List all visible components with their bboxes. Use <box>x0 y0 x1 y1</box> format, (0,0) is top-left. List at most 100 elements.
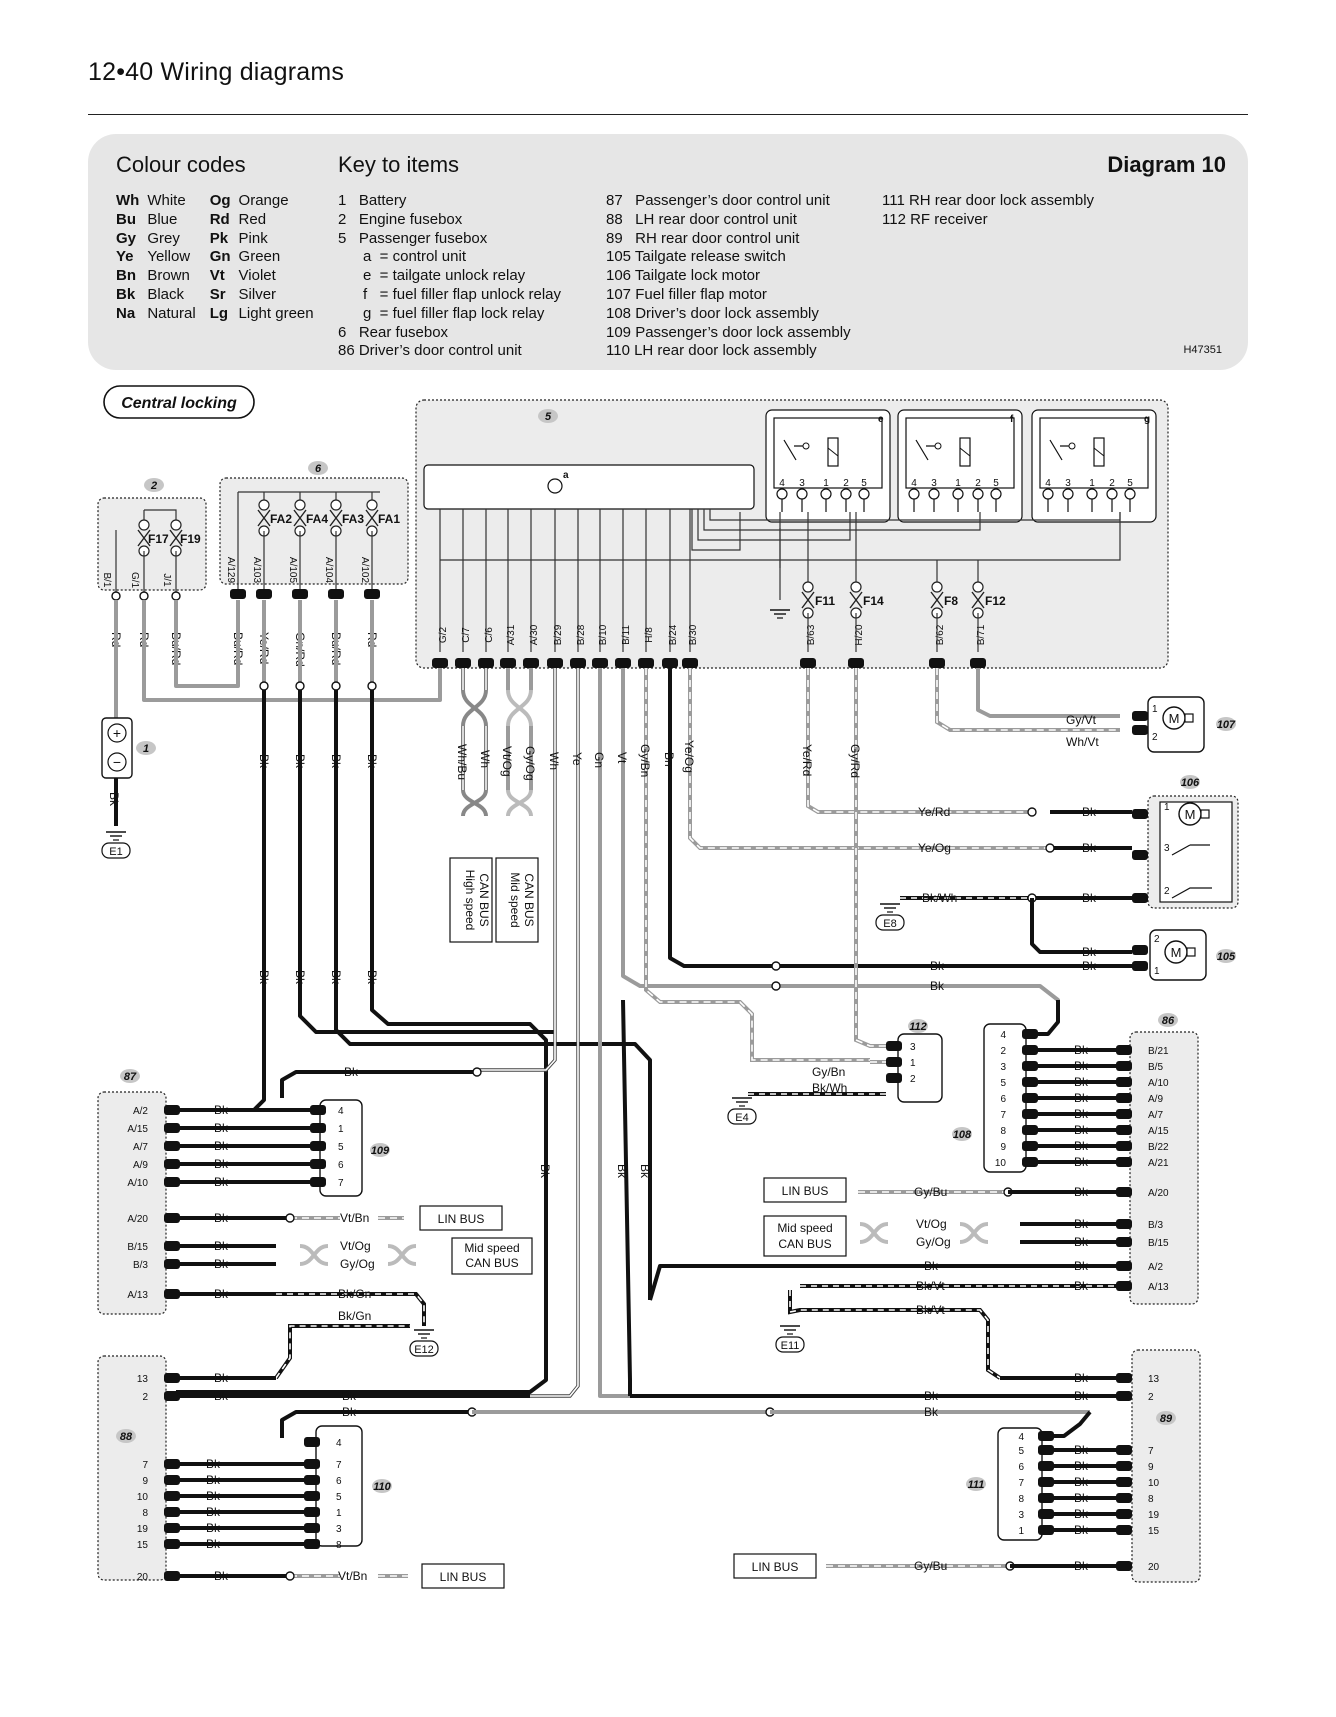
fuse-terminal <box>330 499 342 511</box>
pin-label: 3 <box>336 1524 342 1535</box>
colour-code-row: Bk Black Sr Silver <box>116 286 328 305</box>
twisted-pair <box>959 1222 989 1244</box>
colour-code: Gn <box>209 248 231 266</box>
connector-terminal <box>1116 1525 1132 1535</box>
motor-106-number: 106 <box>1181 777 1200 789</box>
wire-splice <box>331 681 341 691</box>
relay-frame <box>905 417 1015 489</box>
connector-terminal <box>1116 1561 1132 1571</box>
drivers-door-control-unit-86 <box>1129 1031 1199 1305</box>
connector-terminal <box>500 658 516 668</box>
connector-terminal <box>1132 893 1148 903</box>
pin-label: B/21 <box>1148 1046 1169 1057</box>
pin-label: H/20 <box>854 624 865 646</box>
key-item: 89 RH rear door control unit <box>606 229 800 247</box>
pin-label: 1 <box>1164 802 1170 813</box>
wire-colour-label: Vt/Bn <box>338 1569 367 1583</box>
connector-terminal <box>164 1177 180 1187</box>
fuse-symbol <box>930 591 944 609</box>
wire-white-core <box>477 668 556 1071</box>
relay-pin-label: 5 <box>1127 478 1133 489</box>
wire-300 <box>298 690 554 1034</box>
connector-terminal <box>164 1105 180 1115</box>
relay-coil <box>1093 447 1105 457</box>
relay-contact <box>934 442 942 450</box>
connector-terminal <box>662 658 678 668</box>
wire-colour-label: Bk <box>1074 1371 1089 1385</box>
wire-colour-label: Bk <box>1074 1259 1089 1273</box>
bus-label: High speed <box>463 870 477 931</box>
earth-label-frame <box>775 1336 805 1353</box>
key-to-items-heading: Key to items <box>338 152 460 177</box>
wire-colour-label: Bk <box>1074 1059 1089 1073</box>
wire-colour-label: Bk <box>214 1121 229 1135</box>
lock-109-number: 109 <box>371 1145 390 1157</box>
connector-terminal <box>1116 1141 1132 1151</box>
fuse-f8: F8 <box>944 594 958 608</box>
connector-terminal <box>848 658 864 668</box>
page-header: 12•40 Wiring diagrams <box>0 0 1336 130</box>
connector-terminal <box>1116 1077 1132 1087</box>
colour-name: Pink <box>238 229 268 247</box>
connector-terminal <box>1116 1237 1132 1247</box>
fuse-terminal <box>366 499 378 511</box>
wire-colour-label: Wh/Vt <box>1066 735 1099 749</box>
pin-label: 15 <box>1148 1526 1160 1537</box>
colour-code-row: Na Natural Lg Light green <box>116 305 328 324</box>
component-number-badge <box>1216 717 1236 731</box>
pin-label: B/15 <box>1148 1238 1169 1249</box>
connector-terminal <box>638 658 654 668</box>
pin-label: 6 <box>336 1476 342 1487</box>
connector-terminal <box>523 658 539 668</box>
wire-splice <box>1027 807 1037 817</box>
relay-contact <box>1068 442 1076 450</box>
motor-shaft <box>1184 713 1194 723</box>
colour-code: Rd <box>209 210 230 228</box>
connector-terminal <box>164 1539 180 1549</box>
relay-pin <box>928 488 940 500</box>
wire-bn <box>668 668 1090 968</box>
lin-bus-box-86 <box>763 1177 847 1203</box>
motor-shaft <box>1200 809 1210 819</box>
wire-110-top <box>280 1410 472 1438</box>
component-number-badge <box>308 461 328 475</box>
pin-label: 5 <box>1018 1446 1024 1457</box>
key-item: a = control unit <box>338 248 466 266</box>
door-unit-86-number: 86 <box>1162 1015 1175 1027</box>
wire-stripe <box>275 1325 410 1379</box>
rf-receiver-number: 112 <box>909 1021 927 1033</box>
connector-terminal <box>164 1289 180 1299</box>
pin-label: A/105 <box>287 557 298 584</box>
wire-colour-label: Bk <box>342 1405 357 1419</box>
wire-bk-89 <box>621 999 632 1396</box>
wire-splice <box>771 961 781 971</box>
pin-label: B/71 <box>976 624 987 645</box>
fuse-symbol <box>257 509 271 527</box>
bus-label: Mid speed <box>777 1221 832 1235</box>
earth-label: E4 <box>735 1112 748 1124</box>
wire-colour-label: Bk <box>214 1389 229 1403</box>
wire-colour-label: Bk <box>214 1257 229 1271</box>
relay-frame <box>1039 417 1149 489</box>
battery-negative-icon <box>107 752 127 772</box>
wire-rd-g2 <box>142 600 442 702</box>
relay-pin <box>1086 488 1098 500</box>
wire-splice <box>367 681 377 691</box>
pin-label: A/10 <box>1148 1078 1169 1089</box>
pin-label: 7 <box>338 1178 344 1189</box>
pin-label: 19 <box>137 1524 149 1535</box>
connector-terminal <box>164 1213 180 1223</box>
twisted-pair <box>461 689 488 727</box>
colour-code: Bn <box>116 267 136 285</box>
relay-pin <box>776 488 788 500</box>
bus-label: CAN BUS <box>477 873 491 926</box>
wire-bk-gn-88 <box>274 1324 410 1380</box>
pin-label: A/129 <box>225 557 236 584</box>
relay-pin <box>858 488 870 500</box>
relay-frame <box>773 417 883 489</box>
connector-terminal <box>304 1507 320 1517</box>
fuse-f19: F19 <box>180 532 201 546</box>
connector-terminal <box>310 1123 326 1133</box>
connector-terminal <box>164 1491 180 1501</box>
